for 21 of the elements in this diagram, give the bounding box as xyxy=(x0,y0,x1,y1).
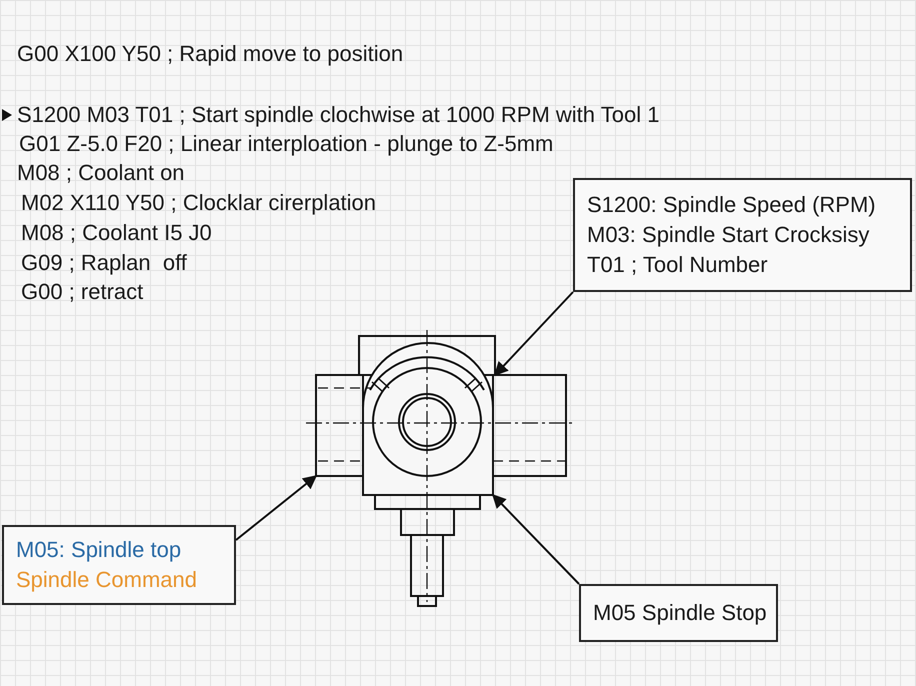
callout-box xyxy=(573,178,912,292)
gcode-line: G09 ; Raplan off xyxy=(21,250,187,276)
callout-text: M05 Spindle Stop xyxy=(593,599,764,627)
callout-box xyxy=(2,525,236,605)
gcode-line: G00 X100 Y50 ; Rapid move to position xyxy=(17,41,404,67)
port-outline xyxy=(492,374,567,477)
leader-arrow xyxy=(492,494,580,585)
gcode-line: S1200 M03 T01 ; Start spindle clochwise at 1000 RPM with Tool 1 xyxy=(17,102,660,128)
callout-text: T01 ; Tool Number xyxy=(587,251,769,279)
leader-arrow xyxy=(235,475,318,541)
callout-text: M05: Spindle top xyxy=(16,536,182,564)
gcode-line: M02 X110 Y50 ; Clocklar cirerplation xyxy=(21,190,376,216)
gcode-line: M08 ; Coolant I5 J0 xyxy=(21,220,212,246)
gcode-line: G01 Z-5.0 F20 ; Linear interploation - plunge to Z-5mm xyxy=(19,131,554,157)
gcode-line: M08 ; Coolant on xyxy=(17,160,185,186)
callout-text: S1200: Spindle Speed (RPM) xyxy=(587,191,877,219)
callout-text: M03: Spindle Start Crocksisy xyxy=(587,221,870,249)
leader-arrow xyxy=(494,291,574,376)
callout-box xyxy=(579,584,778,642)
gcode-line: G00 ; retract xyxy=(21,279,144,305)
callout-text: Spindle Command xyxy=(16,566,198,594)
